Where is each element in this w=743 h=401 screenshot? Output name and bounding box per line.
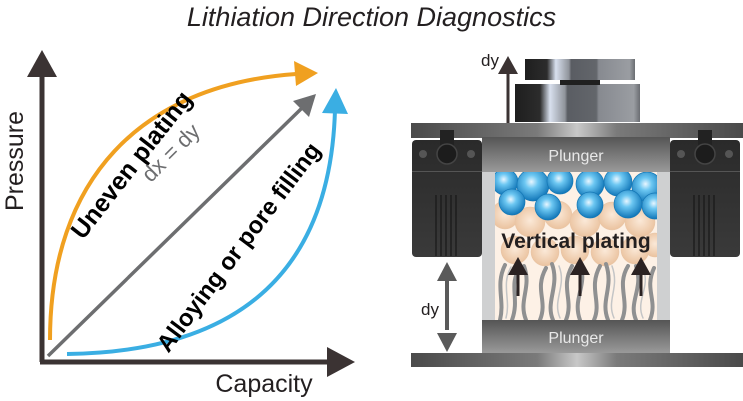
curve-linear (46, 106, 304, 358)
right-clamp (670, 130, 740, 257)
curve-linear-arrowhead-icon (293, 94, 316, 117)
lower-plunger-label: Plunger (548, 330, 604, 347)
side-dy-arrowhead-down-icon (437, 333, 457, 352)
anode-spheres (495, 172, 657, 221)
upper-plunger (482, 137, 670, 172)
x-axis-label: Capacity (215, 370, 313, 398)
plating-arrow-icon (570, 257, 590, 275)
vertical-plating-arrows (508, 257, 651, 296)
cell-contents (495, 172, 657, 320)
left-clamp (412, 130, 482, 257)
curve-uneven-plating (48, 72, 297, 341)
pressure-cell-device: dy (411, 51, 743, 367)
top-dy-label: dy (481, 51, 499, 70)
weight-stack (515, 59, 640, 122)
top-dy-arrowhead-icon (498, 56, 518, 74)
pressure-capacity-plot: Pressure Capacity Uneven plating dx = dy… (1, 50, 355, 398)
bottom-plate (411, 353, 743, 367)
x-axis-arrowhead-icon (327, 347, 355, 377)
upper-plunger-label: Plunger (548, 148, 604, 165)
curve-alloying-arrowhead-icon (322, 88, 348, 114)
label-uneven-plating: Uneven plating (66, 86, 198, 244)
vertical-plating-label: Vertical plating (501, 230, 650, 253)
top-plate (411, 123, 743, 138)
y-axis-arrowhead-icon (27, 50, 57, 77)
lower-plunger (482, 320, 670, 353)
plating-arrow-icon (631, 257, 651, 275)
host-particles (495, 200, 657, 267)
figure-title: Lithiation Direction Diagnostics (186, 2, 557, 32)
y-axis-label: Pressure (1, 111, 29, 211)
dendrite-layer (498, 262, 656, 320)
side-dy-label: dy (421, 300, 439, 319)
curve-uneven-plating-arrowhead-icon (294, 61, 318, 86)
plating-arrow-icon (508, 257, 528, 275)
side-dy-arrowhead-up-icon (437, 262, 457, 281)
curve-alloying (66, 109, 337, 356)
